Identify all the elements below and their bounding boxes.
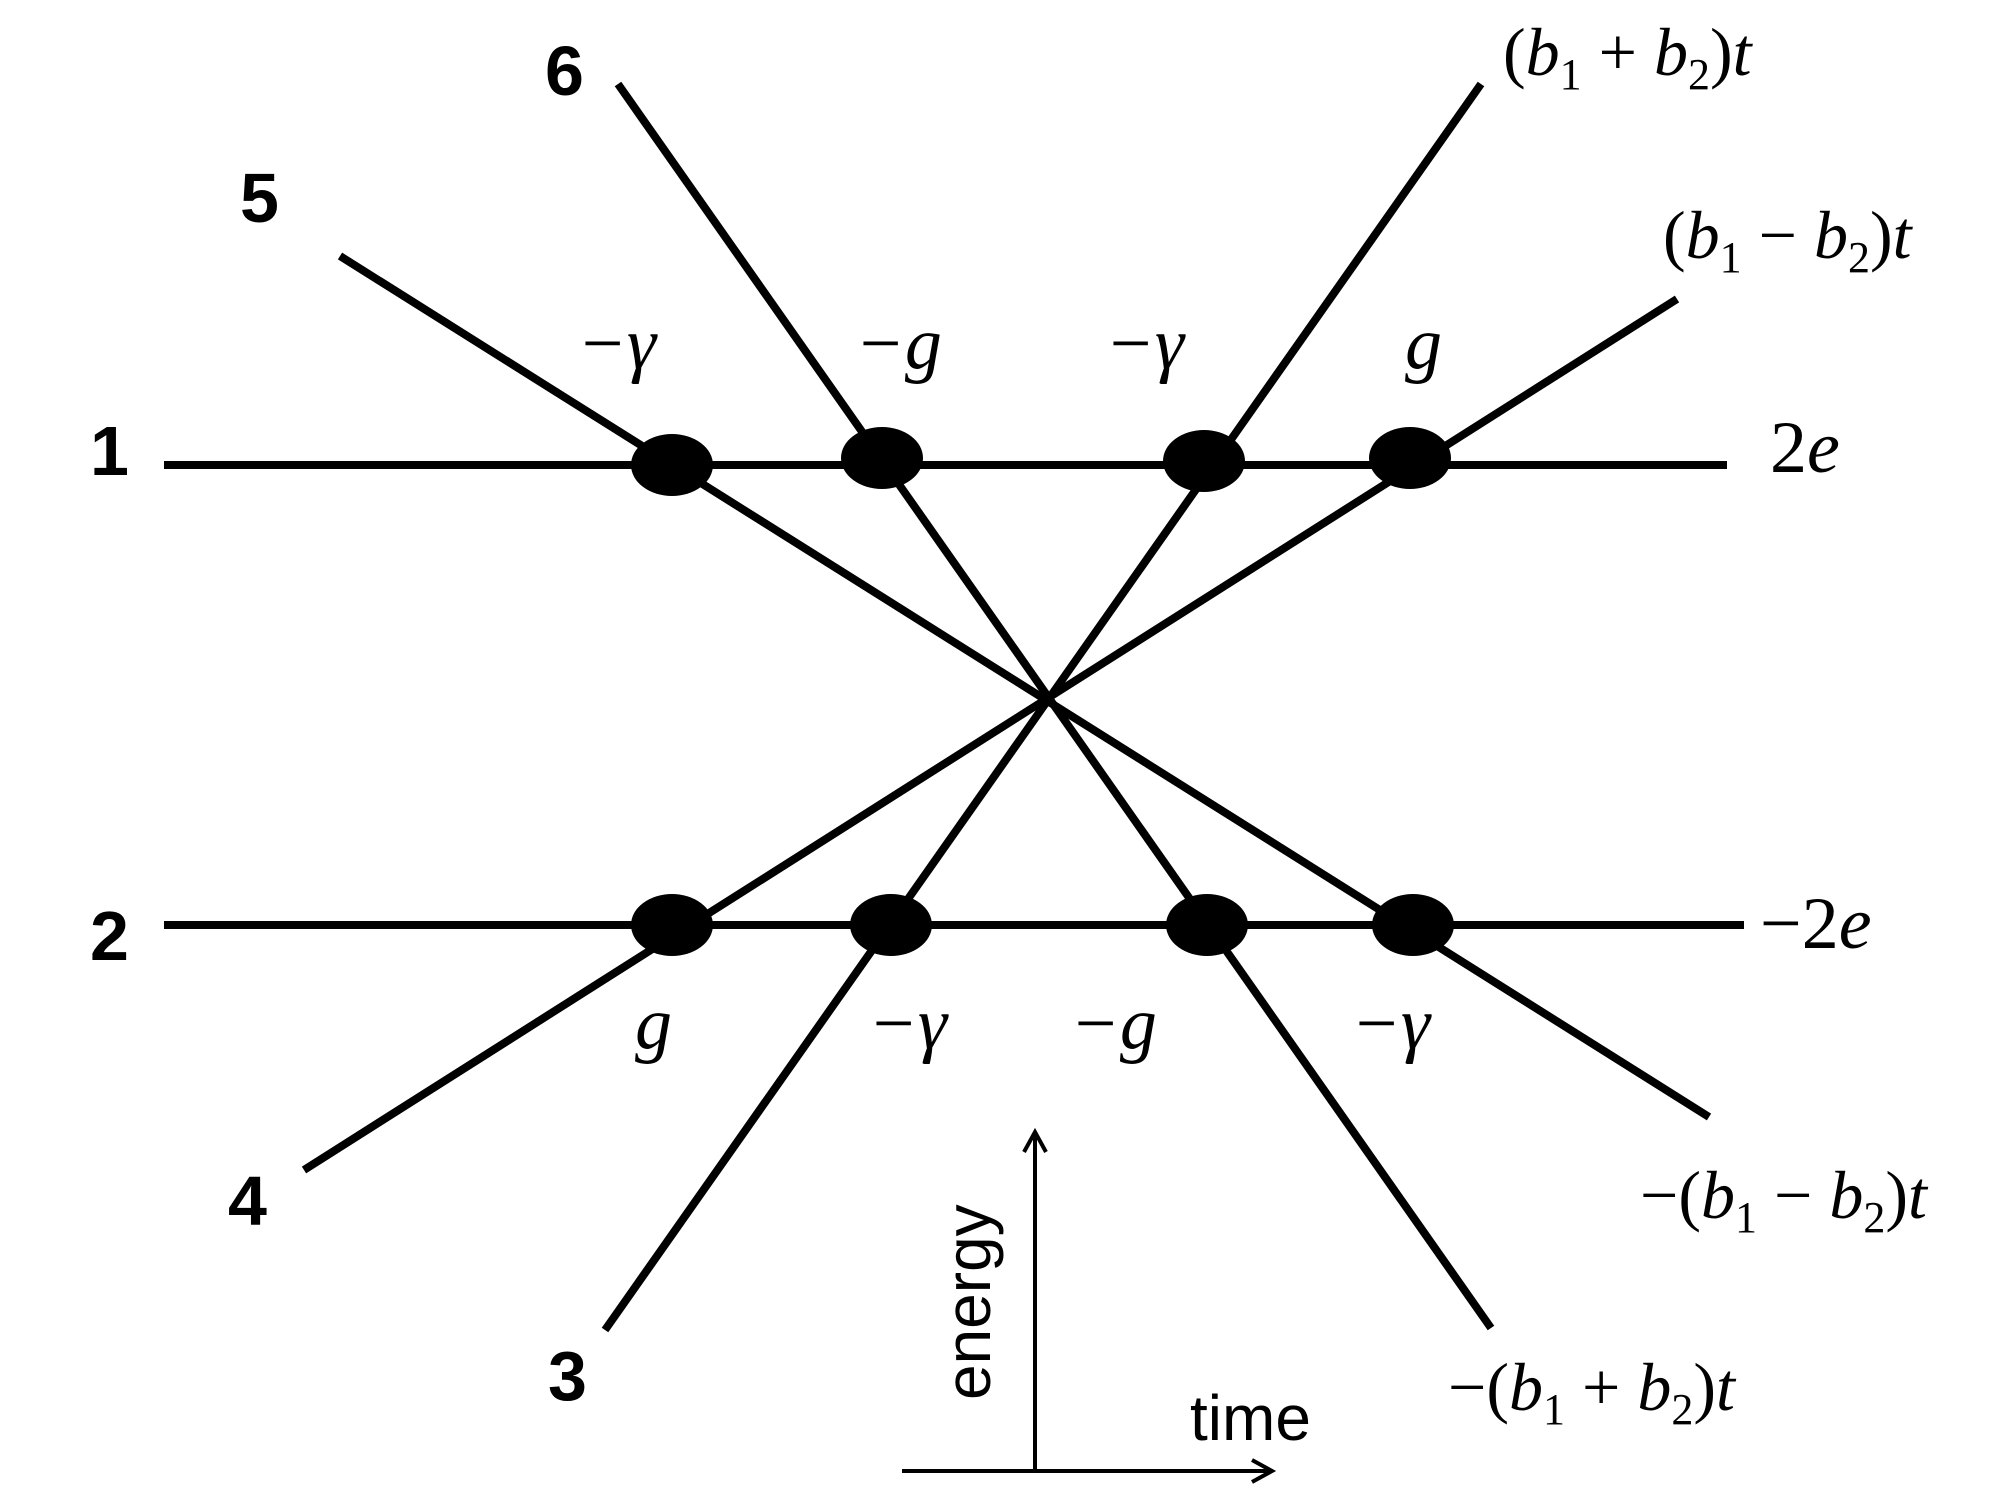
asymptote-label-level-1: 2e <box>1770 407 1840 489</box>
crossing-dot <box>1166 894 1248 956</box>
level-3-line <box>601 81 1485 1333</box>
level-number-4: 4 <box>228 1162 267 1240</box>
asymptote-label-level-2: −2e <box>1760 883 1872 965</box>
time-axis-label: time <box>1190 1382 1311 1454</box>
coupling-label-bottom: −γ <box>1351 983 1432 1065</box>
level-5-line <box>337 252 1712 1121</box>
crossing-dot <box>1369 427 1451 489</box>
crossing-dot <box>1372 894 1454 956</box>
coupling-label-bottom: −g <box>1070 983 1157 1065</box>
energy-arrowhead-icon <box>1022 1127 1048 1153</box>
crossing-dot <box>631 894 713 956</box>
energy-axis-label: energy <box>932 1204 1004 1400</box>
crossing-dot <box>631 434 713 496</box>
axes-indicator: energy time <box>902 1127 1311 1484</box>
level-4-line <box>301 295 1680 1174</box>
level-number-5: 5 <box>240 159 279 237</box>
coupling-label-top: −γ <box>1105 303 1186 385</box>
asymptote-label-level-4: −(b1 − b2)t <box>1640 1157 1929 1242</box>
asymptote-label-level-5: (b1 − b2)t <box>1663 197 1914 282</box>
level-number-3: 3 <box>548 1337 587 1415</box>
time-arrowhead-icon <box>1251 1458 1277 1484</box>
coupling-label-top: g <box>1405 303 1442 385</box>
level-number-1: 1 <box>90 412 129 490</box>
asymptote-label-level-6: (b1 + b2)t <box>1503 14 1754 99</box>
coupling-label-bottom: −γ <box>868 983 949 1065</box>
coupling-label-bottom: g <box>635 983 672 1065</box>
crossing-dot <box>850 894 932 956</box>
level-number-2: 2 <box>90 897 129 975</box>
crossing-dot <box>1163 430 1245 492</box>
asymptote-label-level-3: −(b1 + b2)t <box>1448 1349 1737 1434</box>
crossing-dot <box>841 427 923 489</box>
coupling-label-top: −γ <box>577 303 658 385</box>
coupling-label-top: −g <box>855 303 942 385</box>
level-number-6: 6 <box>545 32 584 110</box>
